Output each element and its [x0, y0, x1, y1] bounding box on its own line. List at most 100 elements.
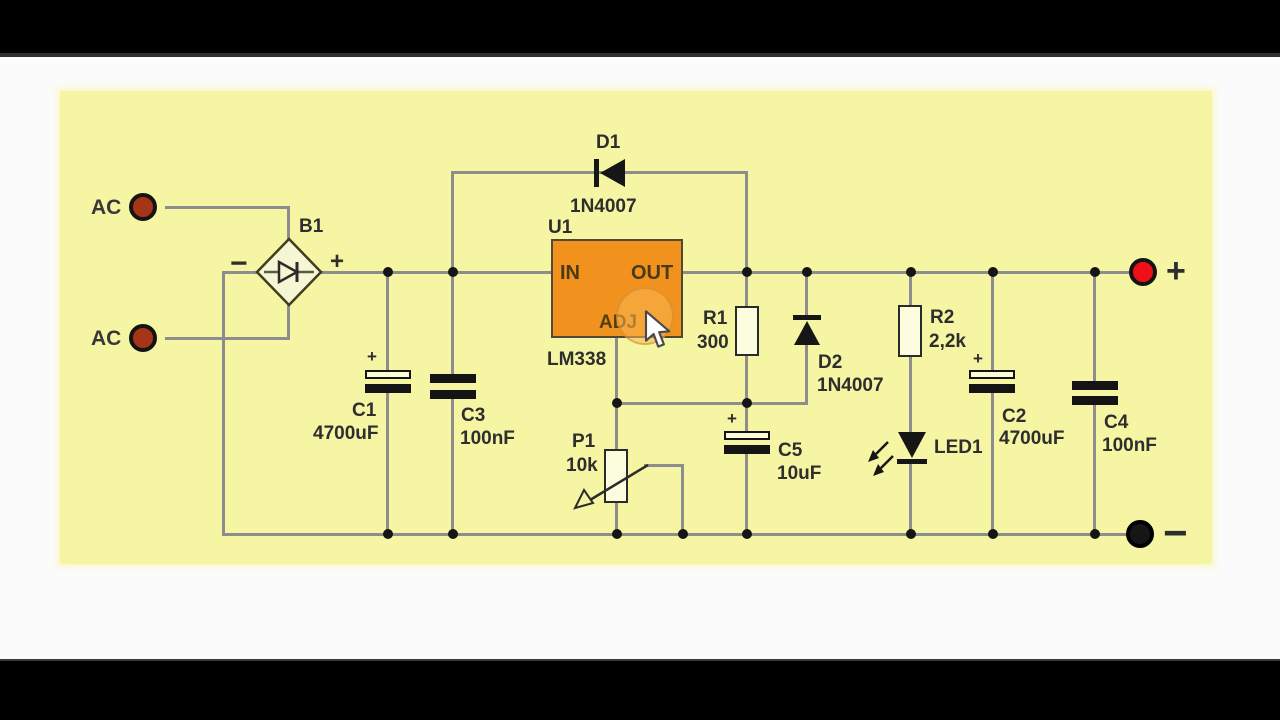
wire-segment — [644, 464, 684, 467]
c2-value-label: 4700uF — [999, 428, 1065, 449]
wire-segment — [386, 271, 389, 370]
junction-dot — [1090, 267, 1100, 277]
u1-pin-in-label: IN — [560, 262, 580, 284]
c5-plate-bottom — [724, 445, 770, 454]
wire-segment — [320, 271, 552, 274]
junction-dot — [612, 529, 622, 539]
bridge-minus-sign: − — [230, 247, 248, 280]
wire-segment — [165, 206, 290, 209]
wire-segment — [909, 271, 912, 305]
wire-segment — [805, 271, 808, 316]
wire-segment — [909, 462, 912, 536]
wire-segment — [222, 271, 225, 536]
bridge-plus-sign: + — [330, 248, 345, 275]
junction-dot — [742, 398, 752, 408]
c4-ref-label: C4 — [1104, 412, 1129, 433]
junction-dot — [742, 267, 752, 277]
c5-plus-sign: + — [727, 409, 737, 428]
wire-segment — [745, 271, 748, 306]
wire-segment — [615, 503, 618, 536]
u1-pin-out-label: OUT — [631, 262, 674, 284]
wire-segment — [386, 392, 389, 536]
wire-segment — [451, 399, 454, 536]
c2-plus-sign: + — [973, 349, 983, 368]
c3-plate-bottom — [430, 390, 476, 399]
wire-segment — [287, 301, 290, 340]
p1-ref-label: P1 — [572, 431, 596, 452]
p1-body — [604, 449, 628, 503]
c4-plate-bottom — [1072, 396, 1118, 405]
wire-segment — [1093, 405, 1096, 536]
led1-symbol — [868, 432, 927, 476]
wire-segment — [615, 403, 618, 449]
c3-ref-label: C3 — [461, 405, 486, 426]
junction-dot — [988, 267, 998, 277]
wire-segment — [745, 454, 748, 536]
c3-value-label: 100nF — [460, 428, 515, 449]
r1-value-label: 300 — [697, 332, 729, 353]
c5-plate-top — [724, 431, 770, 440]
diode-d1-symbol — [594, 159, 625, 187]
output-plus-sign: + — [1166, 252, 1186, 290]
c3-plate-top — [430, 374, 476, 383]
junction-dot — [906, 529, 916, 539]
wire-segment — [805, 344, 808, 405]
c1-ref-label: C1 — [352, 400, 377, 421]
junction-dot — [383, 529, 393, 539]
wire-segment — [745, 356, 748, 405]
junction-dot — [906, 267, 916, 277]
c1-plate-bottom — [365, 384, 411, 393]
bridge-rectifier-symbol — [255, 237, 323, 307]
letterbox-bottom — [0, 659, 1280, 720]
d1-ref-label: D1 — [596, 132, 621, 153]
ac-top-terminal — [129, 193, 157, 221]
r1-body — [735, 306, 759, 356]
c4-value-label: 100nF — [1102, 435, 1157, 456]
c2-plate-bottom — [969, 384, 1015, 393]
d1-value-label: 1N4007 — [570, 196, 637, 217]
junction-dot — [448, 267, 458, 277]
wire-segment — [222, 271, 260, 274]
junction-dot — [612, 398, 622, 408]
c1-plate-top — [365, 370, 411, 379]
wire-segment — [451, 271, 454, 374]
u1-ref-label: U1 — [548, 217, 573, 238]
c5-value-label: 10uF — [777, 463, 822, 484]
junction-dot — [802, 267, 812, 277]
c4-plate-top — [1072, 381, 1118, 390]
ac-bottom-label: AC — [91, 327, 122, 350]
wire-segment — [745, 171, 748, 274]
mouse-cursor — [644, 310, 671, 348]
junction-dot — [678, 529, 688, 539]
u1-part-label: LM338 — [547, 349, 607, 370]
r1-ref-label: R1 — [703, 308, 728, 329]
wire-segment — [681, 464, 684, 536]
wire-segment — [909, 356, 912, 437]
p1-value-label: 10k — [566, 455, 598, 476]
ac-bottom-terminal — [129, 324, 157, 352]
wire-segment — [165, 337, 290, 340]
wire-segment — [287, 206, 290, 242]
c5-ref-label: C5 — [778, 440, 803, 461]
junction-dot — [742, 529, 752, 539]
output-negative-terminal — [1126, 520, 1154, 548]
wire-segment — [616, 402, 808, 405]
output-positive-terminal — [1129, 258, 1157, 286]
r2-value-label: 2,2k — [929, 331, 966, 352]
wire-segment — [615, 337, 618, 405]
led1-ref-label: LED1 — [934, 437, 983, 458]
wire-segment — [1093, 271, 1096, 381]
c1-value-label: 4700uF — [313, 423, 379, 444]
wire-segment — [451, 171, 454, 274]
diode-d2-symbol — [793, 315, 821, 345]
p1-wiper-arrow — [573, 463, 649, 510]
junction-dot — [988, 529, 998, 539]
junction-dot — [383, 267, 393, 277]
letterbox-top — [0, 0, 1280, 57]
r2-body — [898, 305, 922, 357]
ac-top-label: AC — [91, 196, 122, 219]
wire-segment — [991, 271, 994, 370]
c1-plus-sign: + — [367, 347, 377, 366]
wire-segment — [222, 533, 1129, 536]
